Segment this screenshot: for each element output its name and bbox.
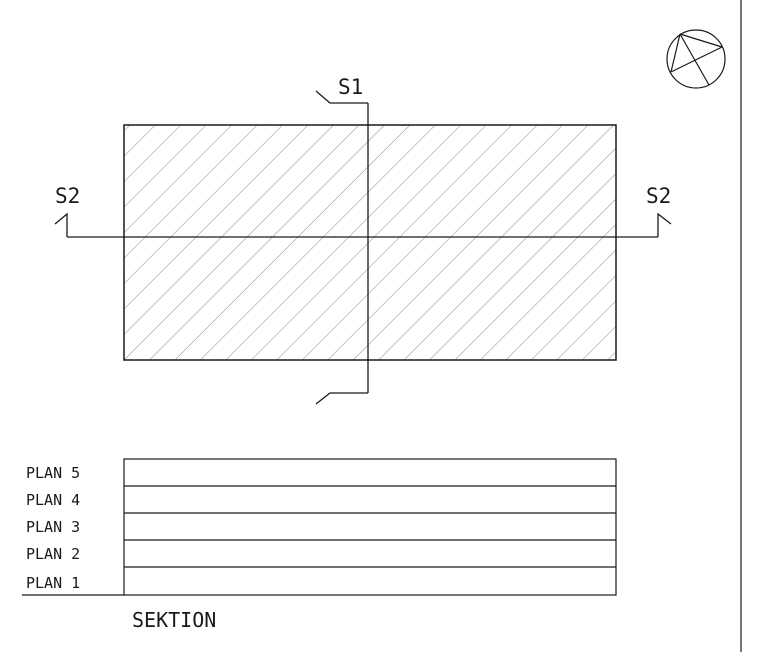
- floor-label-plan-5: PLAN 5: [26, 464, 80, 482]
- floor-label-plan-2: PLAN 2: [26, 545, 80, 563]
- floor-label-plan-3: PLAN 3: [26, 518, 80, 536]
- floor-levels-diagram: [22, 458, 617, 596]
- section-label-s1: S1: [338, 75, 363, 99]
- section-label-s2-right: S2: [646, 184, 671, 208]
- section-line-s2: [54, 212, 672, 238]
- floor-label-plan-4: PLAN 4: [26, 491, 80, 509]
- floor-label-plan-1: PLAN 1: [26, 574, 80, 592]
- section-label-s2-left: S2: [55, 184, 80, 208]
- section-title: SEKTION: [132, 608, 216, 632]
- building-footprint: [123, 124, 617, 361]
- section-line-s1: [315, 90, 369, 405]
- north-arrow-icon: [666, 29, 726, 89]
